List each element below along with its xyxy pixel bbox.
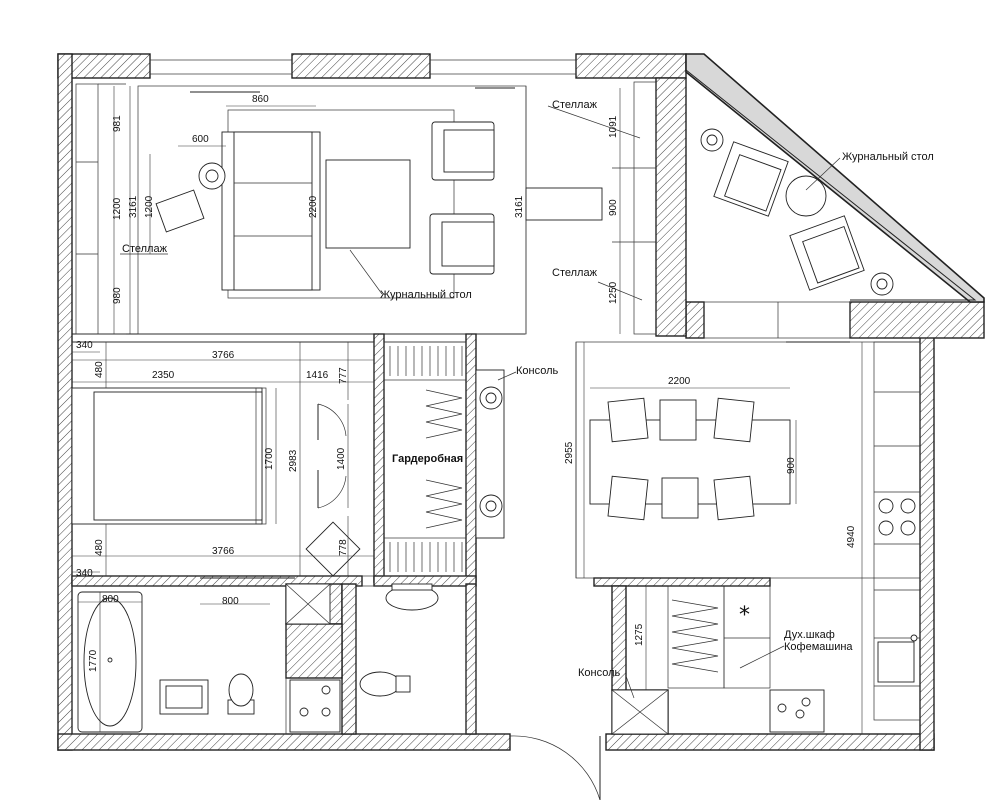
dim-1770: 1770	[88, 649, 99, 672]
label-coffee-table-balcony: Журнальный стол	[842, 151, 934, 163]
dim-860: 860	[252, 94, 269, 105]
dim-1200-b: 1200	[144, 195, 155, 218]
hall	[475, 342, 601, 800]
dim-340-top: 340	[76, 340, 93, 351]
bedroom	[71, 341, 375, 579]
dim-777: 777	[338, 367, 349, 384]
dim-900-dining: 900	[786, 457, 797, 474]
dim-3161-left: 3161	[128, 195, 139, 218]
dim-778: 778	[338, 539, 349, 556]
dim-1200-a: 1200	[112, 197, 123, 220]
dim-1416: 1416	[306, 370, 329, 381]
label-console-hall: Консоль	[516, 365, 559, 377]
label-console-entry: Консоль	[578, 667, 621, 679]
dim-2955: 2955	[564, 441, 575, 464]
dim-600: 600	[192, 134, 209, 145]
dim-1400: 1400	[336, 447, 347, 470]
label-shelf-right-mid: Стеллаж	[552, 267, 598, 279]
room-labels: Стеллаж Стеллаж Стеллаж Журнальный стол …	[122, 99, 934, 679]
dim-800-a: 800	[102, 594, 119, 605]
dim-4940: 4940	[846, 525, 857, 548]
wc	[355, 583, 467, 735]
dim-3766-bottom: 3766	[212, 546, 235, 557]
label-shelf-top-right: Стеллаж	[552, 99, 598, 111]
bathroom	[71, 583, 341, 735]
star-mark: *	[739, 603, 750, 628]
leader-lines	[120, 105, 841, 699]
wardrobe	[383, 341, 467, 577]
dim-980: 980	[112, 287, 123, 304]
dimension-text: 860 600 2200 3161 981 1200 1200 980 3161…	[76, 94, 857, 672]
dim-3161-right: 3161	[514, 195, 525, 218]
dim-1091: 1091	[608, 115, 619, 138]
label-oven: Дух.шкаф	[784, 629, 835, 641]
balcony	[700, 128, 894, 296]
dim-3766-top: 3766	[212, 350, 235, 361]
dim-1250: 1250	[608, 281, 619, 304]
dim-800-b: 800	[222, 596, 239, 607]
outer-walls	[57, 53, 985, 751]
dim-340-bottom: 340	[76, 568, 93, 579]
dim-2350: 2350	[152, 370, 175, 381]
dim-981: 981	[112, 115, 123, 132]
dim-2200-sofa: 2200	[308, 195, 319, 218]
dim-480-bottom: 480	[94, 539, 105, 556]
living-room	[75, 81, 657, 335]
kitchen-dining	[575, 341, 921, 735]
dim-900-right: 900	[608, 199, 619, 216]
label-wardrobe: Гардеробная	[392, 453, 463, 465]
label-coffee-machine: Кофемашина	[784, 641, 853, 653]
dim-2983: 2983	[288, 449, 299, 472]
dim-1275: 1275	[634, 623, 645, 646]
dim-480-top: 480	[94, 361, 105, 378]
dim-1700: 1700	[264, 447, 275, 470]
label-coffee-table-living: Журнальный стол	[380, 289, 472, 301]
dimension-lines	[72, 86, 863, 734]
label-shelf-left: Стеллаж	[122, 243, 168, 255]
dim-2200-dining: 2200	[668, 376, 691, 387]
